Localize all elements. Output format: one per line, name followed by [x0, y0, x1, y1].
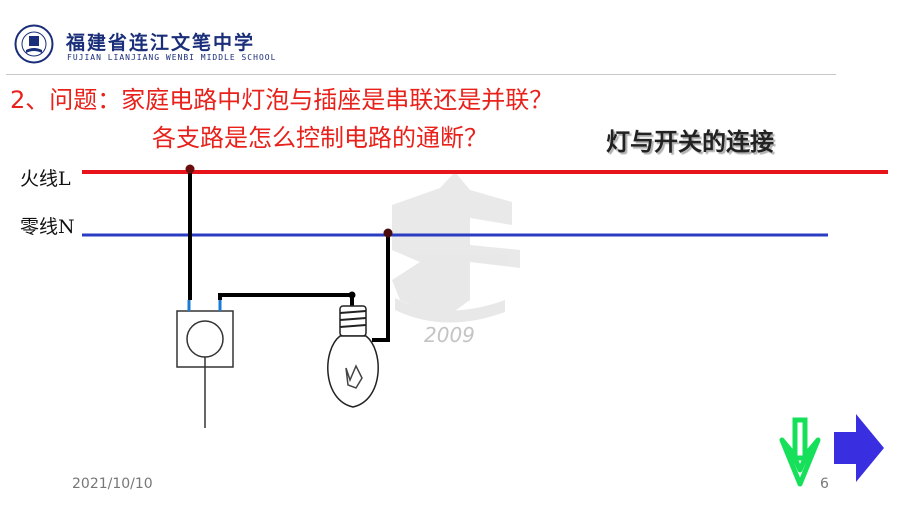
school-logo-emblem — [14, 24, 54, 64]
switch-lamp-wire — [218, 293, 354, 306]
topic-title: 灯与开关的连接 — [606, 128, 774, 156]
question-line-2: 各支路是怎么控制电路的通断？ — [152, 124, 488, 152]
school-name-cn: 福建省连江文笔中学 — [66, 32, 256, 54]
watermark-emblem — [392, 172, 520, 323]
question-line-1: 2、问题：家庭电路中灯泡与插座是串联还是并联？ — [10, 86, 554, 114]
down-arrow-icon[interactable] — [779, 417, 821, 487]
right-arrow-icon[interactable] — [834, 414, 884, 482]
light-bulb-icon — [327, 305, 379, 408]
wall-switch — [176, 300, 234, 428]
header-divider — [6, 74, 836, 75]
school-name-en: FUJIAN LIANJIANG WENBI MIDDLE SCHOOL — [67, 53, 277, 62]
footer-date: 2021/10/10 — [72, 476, 153, 492]
page-number: 6 — [820, 476, 829, 492]
neutral-wire-label: 零线N — [20, 216, 75, 238]
neutral-junction-dot — [383, 228, 393, 238]
lamp-terminal-dot — [348, 291, 356, 299]
live-junction-dot — [185, 164, 195, 174]
watermark-year: 2009 — [424, 323, 475, 347]
live-wire-label: 火线L — [20, 168, 71, 190]
